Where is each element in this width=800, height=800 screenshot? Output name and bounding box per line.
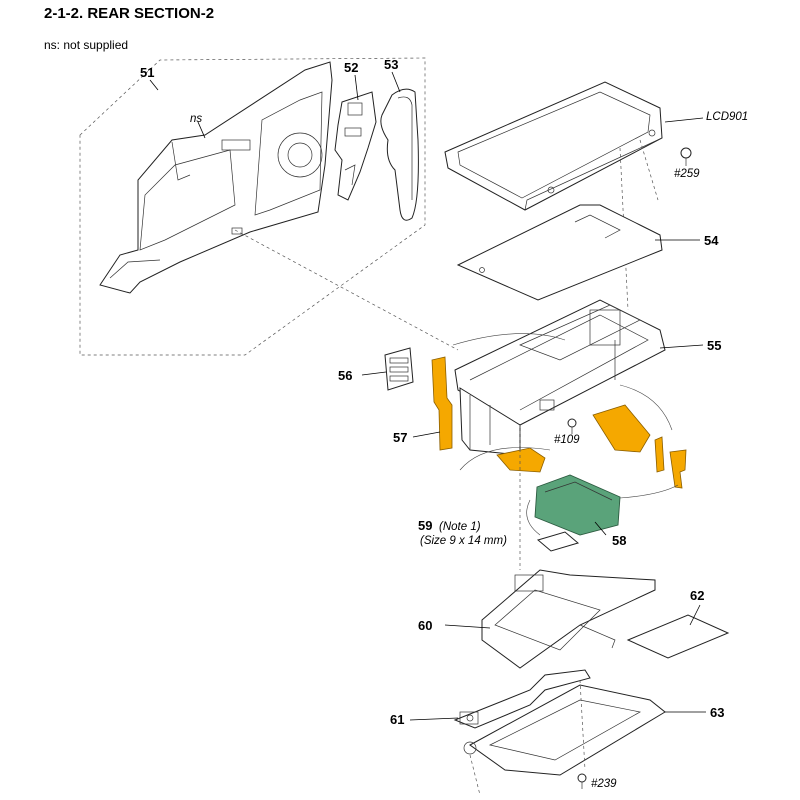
- flex-connector-b: [669, 449, 687, 489]
- label-screw-109: #109: [554, 434, 580, 446]
- part-53-grip-cover: [380, 88, 419, 221]
- label-54: 54: [704, 233, 719, 248]
- label-59-size: (Size 9 x 14 mm): [420, 535, 507, 547]
- page-title: 2-1-2. REAR SECTION-2: [44, 5, 215, 22]
- part-63-base-plate: [463, 679, 666, 796]
- screw-239: [577, 773, 587, 789]
- part-57-flex-cable: [431, 356, 453, 451]
- label-55: 55: [707, 338, 721, 353]
- label-61: 61: [390, 712, 404, 727]
- part-61-bracket: [453, 669, 591, 729]
- ribbon-cable: [526, 499, 541, 536]
- label-screw-239: #239: [591, 778, 617, 790]
- label-57: 57: [393, 430, 407, 445]
- ribbon-cable: [452, 333, 566, 346]
- flex-cable-right: [592, 404, 651, 453]
- label-56: 56: [338, 368, 352, 383]
- label-51: 51: [140, 65, 154, 80]
- label-62: 62: [690, 588, 704, 603]
- screw-259: [680, 147, 692, 166]
- label-screw-259: #259: [674, 168, 700, 180]
- part-60-frame: [481, 569, 656, 669]
- label-63: 63: [710, 705, 724, 720]
- part-59-sticker: [536, 531, 580, 552]
- part-54-sheet: [456, 204, 663, 301]
- ribbon-cable: [619, 384, 673, 431]
- part-55-main-frame: [454, 299, 666, 456]
- label-59-note: (Note 1): [439, 521, 481, 533]
- part-56-bracket: [384, 347, 414, 391]
- part-52-bracket-sheet: [334, 91, 377, 201]
- screw-109: [567, 418, 577, 434]
- alignment-line: [234, 229, 459, 351]
- rear-cover-group-outline: [79, 57, 426, 356]
- label-59: 59: [418, 518, 432, 533]
- ribbon-cable: [619, 484, 679, 499]
- flex-connector-a: [654, 436, 665, 473]
- part-51-rear-cabinet: [99, 61, 333, 294]
- flex-cable-center: [496, 447, 546, 473]
- label-58: 58: [612, 533, 626, 548]
- legend-note: ns: not supplied: [44, 38, 129, 52]
- label-60: 60: [418, 618, 432, 633]
- part-62-sheet: [626, 614, 730, 659]
- label-lcd901: LCD901: [706, 111, 748, 123]
- label-52: 52: [344, 60, 358, 75]
- label-53: 53: [384, 57, 398, 72]
- ribbon-cable: [459, 447, 551, 471]
- label-ns: ns: [190, 113, 202, 125]
- part-58-circuit-board: [534, 474, 621, 536]
- lcd901-panel: [444, 81, 663, 311]
